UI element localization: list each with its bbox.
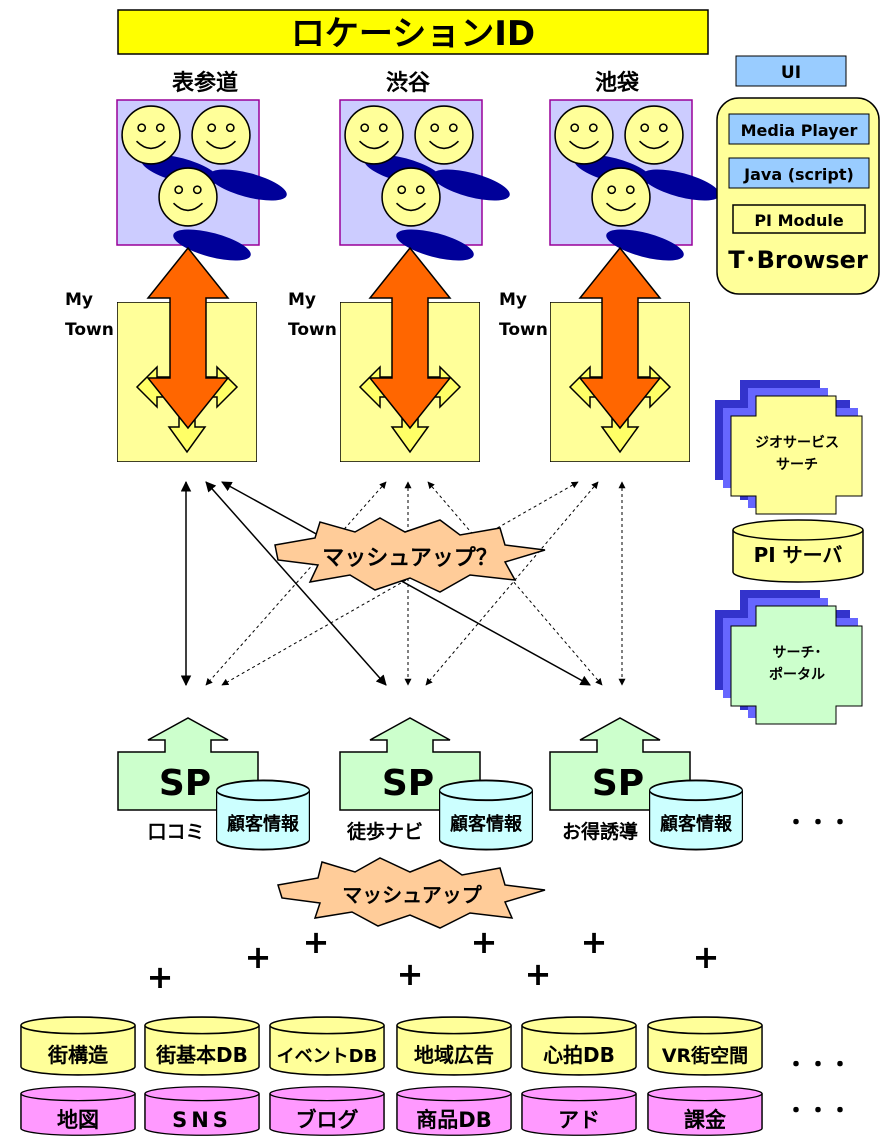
plus-sign: + <box>245 938 272 976</box>
db-label-map: 地図 <box>57 1108 99 1132</box>
customer-db-label: 顧客情報 <box>660 813 733 835</box>
town-group-omotesando <box>116 99 287 261</box>
user-face-icon <box>191 105 251 165</box>
portal-label-1: サーチ･ <box>773 645 822 661</box>
customer-db-label: 顧客情報 <box>450 813 523 835</box>
plus-sign: + <box>525 955 552 993</box>
user-face-icon <box>414 105 474 165</box>
media-player-label: Media Player <box>741 121 858 140</box>
mytown-label-1: My <box>65 290 93 310</box>
bidirectional-arrow-3 <box>578 246 662 430</box>
db-label-sns: SNS <box>172 1108 232 1132</box>
geo-search-label-1: ジオサービス <box>755 435 839 451</box>
user-face-icon <box>381 167 441 227</box>
search-portal-box: サーチ･ ポータル <box>715 590 863 725</box>
plus-signs: + + + + + + + + <box>147 923 720 996</box>
dotted-connection-arrows <box>205 481 626 686</box>
db-label-event: イベントDB <box>277 1046 378 1067</box>
service-label-walk-navi: 徒歩ナビ <box>346 820 423 843</box>
service-label-kuchikomi: 口コミ <box>147 821 204 843</box>
sp-label: SP <box>592 763 644 804</box>
java-script-label: Java (script) <box>743 165 854 184</box>
location-id-banner: ロケーションID <box>117 9 709 55</box>
user-face-icon <box>624 105 684 165</box>
mashup-question-burst: マッシュアップ？ <box>274 517 546 593</box>
banner-title: ロケーションID <box>291 14 535 54</box>
ellipsis-row2: ・・・ <box>785 1099 851 1124</box>
bidirectional-arrow-2 <box>368 246 452 430</box>
plus-sign: + <box>303 923 330 961</box>
town-name-shibuya: 渋谷 <box>386 70 431 96</box>
db-label-vr-street: VR街空間 <box>662 1044 748 1067</box>
user-face-icon <box>554 105 614 165</box>
t-browser-title: T･Browser <box>728 246 868 274</box>
geo-search-label-2: サーチ <box>776 457 818 473</box>
ui-label: UI <box>781 63 801 83</box>
mytown-label-1b: Town <box>65 320 114 340</box>
geo-service-search-box: ジオサービス サーチ <box>715 380 863 515</box>
sp-service-kuchikomi: SP 顧客情報 口コミ <box>117 717 311 851</box>
pi-module-label: PI Module <box>754 211 843 230</box>
sp-label: SP <box>159 763 211 804</box>
db-row-1: 街構造 街基本DB イベントDB 地域広告 心拍DB VR街空間 ・・・ <box>20 1016 851 1078</box>
town-name-omotesando: 表参道 <box>172 70 238 96</box>
plus-sign: + <box>471 923 498 961</box>
plus-sign: + <box>147 958 174 996</box>
user-face-icon <box>158 167 218 227</box>
db-label-local-ad: 地域広告 <box>414 1043 494 1067</box>
town-group-ikebukuro <box>549 99 720 261</box>
t-browser-panel: UI Media Player Java (script) PI Module … <box>716 55 880 295</box>
pi-server-db: PI サーバ <box>732 519 864 583</box>
pi-server-label: PI サーバ <box>754 543 843 567</box>
user-face-icon <box>121 105 181 165</box>
db-label-ad: アド <box>558 1108 600 1132</box>
mytown-label-2: My <box>288 290 316 310</box>
ellipsis-services: ・・・ <box>785 811 851 836</box>
sp-label: SP <box>382 763 434 804</box>
db-label-heartbeat: 心拍DB <box>543 1043 615 1067</box>
plus-sign: + <box>581 923 608 961</box>
mashup-burst: マッシュアップ <box>277 857 546 929</box>
db-label-billing: 課金 <box>684 1108 727 1132</box>
db-row-2: 地図 SNS ブログ 商品DB アド 課金 ・・・ <box>20 1085 851 1137</box>
mashup-label: マッシュアップ <box>342 883 483 907</box>
user-face-icon <box>344 105 404 165</box>
town-name-ikebukuro: 池袋 <box>595 70 640 96</box>
sp-service-walk-navi: SP 顧客情報 徒歩ナビ <box>339 717 534 851</box>
customer-db-label: 顧客情報 <box>227 813 300 835</box>
town-group-shibuya <box>339 99 510 261</box>
sp-service-otoku: SP お得誘導 顧客情報 <box>549 717 744 851</box>
portal-label-2: ポータル <box>769 666 825 683</box>
db-label-street-base: 街基本DB <box>155 1043 248 1067</box>
db-label-blog: ブログ <box>296 1108 359 1132</box>
mytown-label-3: My <box>499 290 527 310</box>
plus-sign: + <box>397 955 424 993</box>
ellipsis-row1: ・・・ <box>785 1053 851 1078</box>
service-label-otoku: お得誘導 <box>562 820 638 843</box>
db-label-street-structure: 街構造 <box>47 1043 109 1067</box>
plus-sign: + <box>693 938 720 976</box>
db-label-product: 商品DB <box>416 1108 491 1132</box>
mytown-label-3b: Town <box>499 320 548 340</box>
bidirectional-arrow-1 <box>146 246 230 430</box>
mashup-question-label: マッシュアップ？ <box>322 546 498 571</box>
user-face-icon <box>591 167 651 227</box>
mytown-label-2b: Town <box>288 320 337 340</box>
